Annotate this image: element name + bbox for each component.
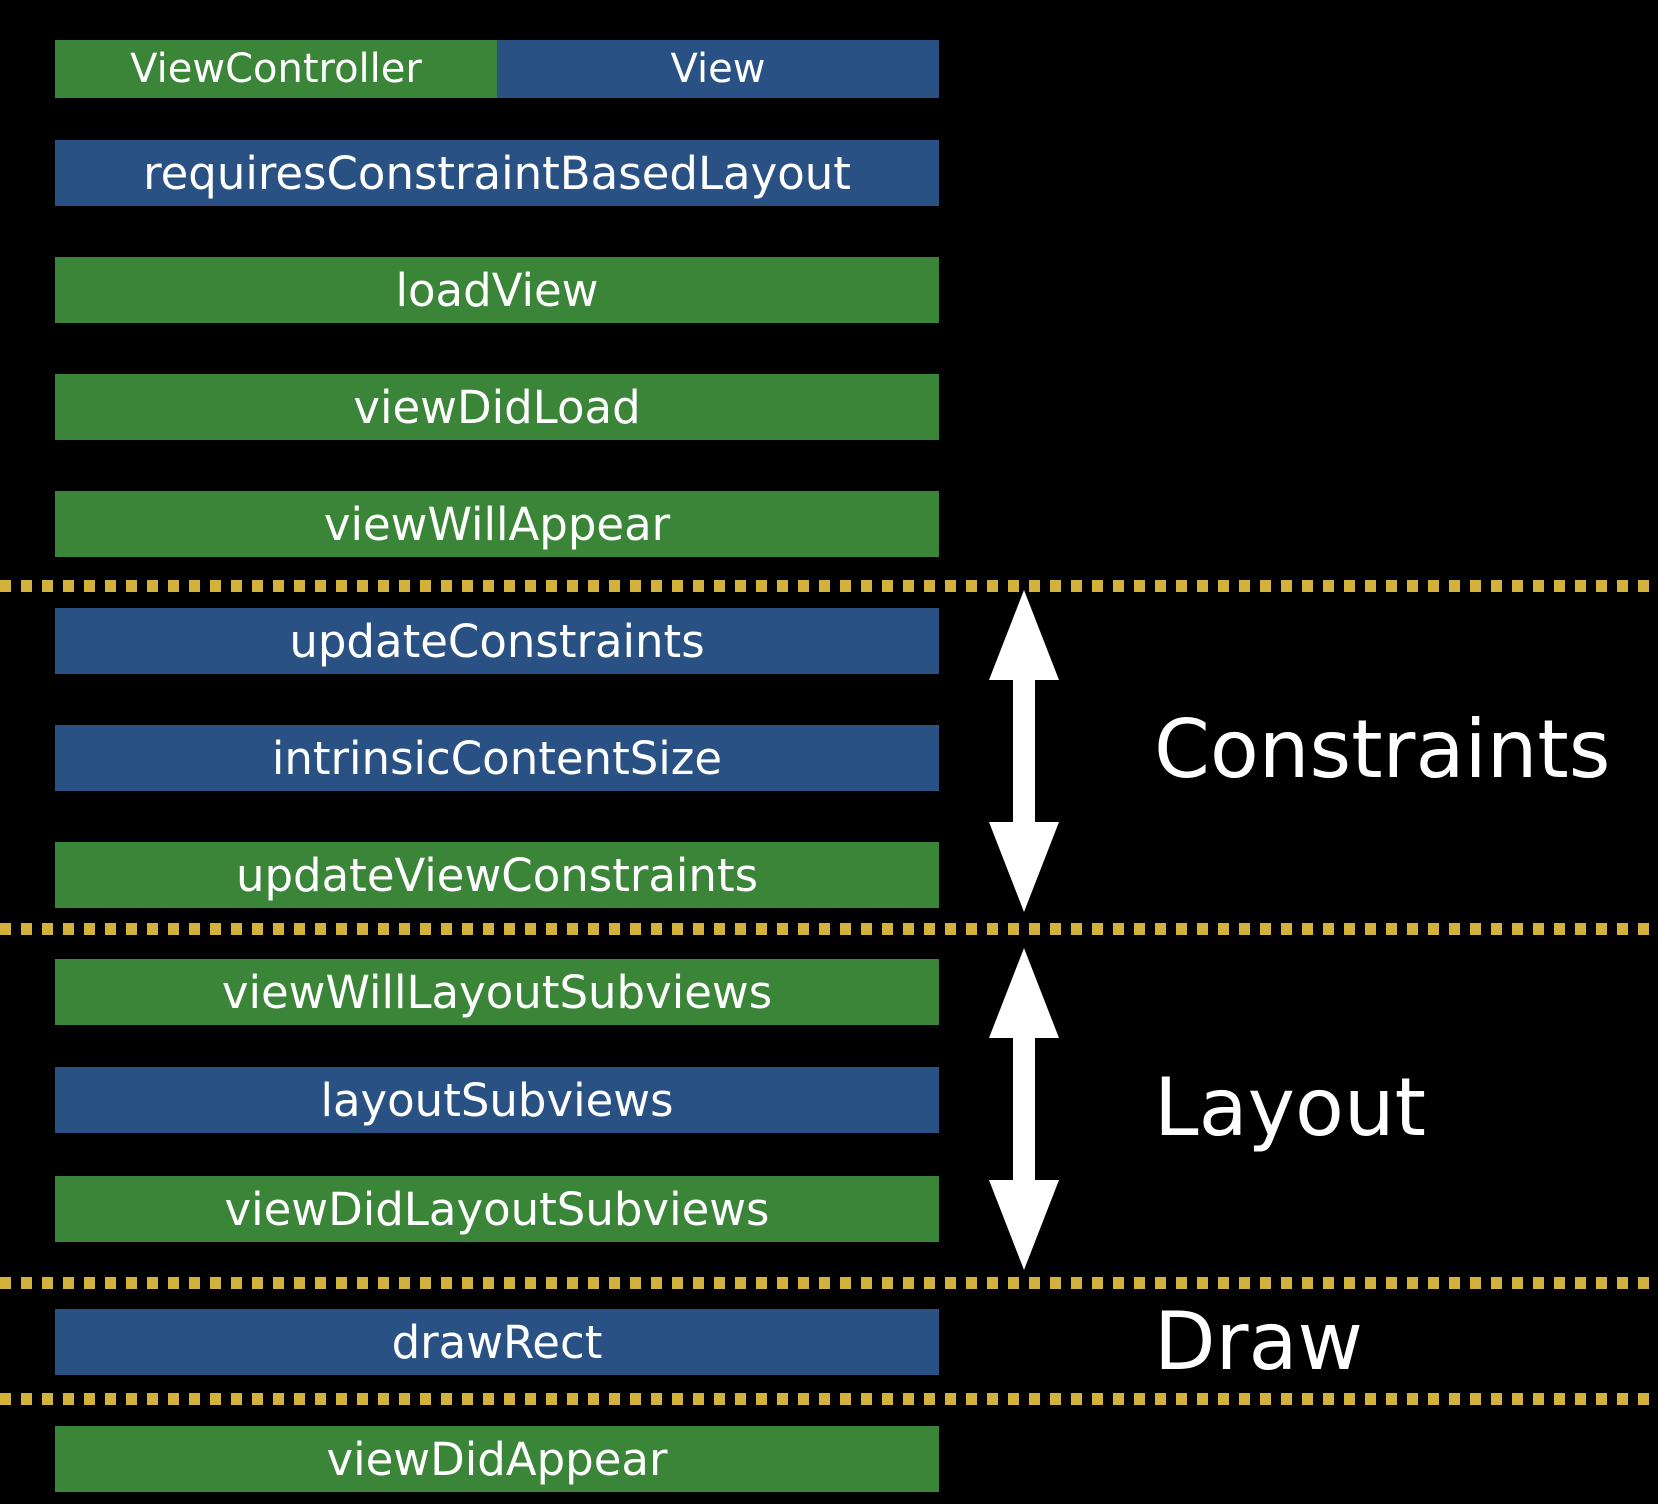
- legend-view: View: [497, 40, 939, 98]
- step-view-will-layout-subviews: viewWillLayoutSubviews: [55, 959, 939, 1025]
- step-view-did-appear: viewDidAppear: [55, 1426, 939, 1492]
- step-intrinsic-content-size: intrinsicContentSize: [55, 725, 939, 791]
- step-update-constraints: updateConstraints: [55, 608, 939, 674]
- step-label: layoutSubviews: [320, 1073, 674, 1127]
- step-label: viewWillAppear: [323, 497, 671, 551]
- legend-view-controller-label: ViewController: [130, 46, 422, 92]
- step-update-view-constraints: updateViewConstraints: [55, 842, 939, 908]
- step-layout-subviews: layoutSubviews: [55, 1067, 939, 1133]
- step-label: updateConstraints: [289, 614, 705, 668]
- legend-view-label: View: [670, 46, 766, 92]
- phase-label-constraints: Constraints: [1154, 703, 1611, 796]
- step-label: viewWillLayoutSubviews: [221, 965, 773, 1019]
- step-draw-rect: drawRect: [55, 1309, 939, 1375]
- phase-divider-constraints-start: [0, 580, 1658, 592]
- phase-divider-draw-start: [0, 1277, 1658, 1289]
- step-label: drawRect: [391, 1315, 603, 1369]
- step-label: intrinsicContentSize: [271, 731, 723, 785]
- step-label: viewDidLayoutSubviews: [224, 1182, 770, 1236]
- step-label: viewDidAppear: [326, 1432, 668, 1486]
- step-view-did-layout-subviews: viewDidLayoutSubviews: [55, 1176, 939, 1242]
- phase-label-draw: Draw: [1154, 1295, 1363, 1388]
- step-label: requiresConstraintBasedLayout: [143, 146, 851, 200]
- step-label: updateViewConstraints: [235, 848, 759, 902]
- step-label: viewDidLoad: [353, 380, 641, 434]
- legend-view-controller: ViewController: [55, 40, 497, 98]
- layout-double-arrow-icon: [989, 948, 1059, 1270]
- phase-divider-layout-start: [0, 923, 1658, 935]
- phase-label-layout: Layout: [1154, 1061, 1426, 1154]
- phase-divider-draw-end: [0, 1393, 1658, 1405]
- step-label: loadView: [395, 263, 599, 317]
- step-view-will-appear: viewWillAppear: [55, 491, 939, 557]
- constraints-double-arrow-icon: [989, 590, 1059, 912]
- step-requires-constraint-based-layout: requiresConstraintBasedLayout: [55, 140, 939, 206]
- step-load-view: loadView: [55, 257, 939, 323]
- step-view-did-load: viewDidLoad: [55, 374, 939, 440]
